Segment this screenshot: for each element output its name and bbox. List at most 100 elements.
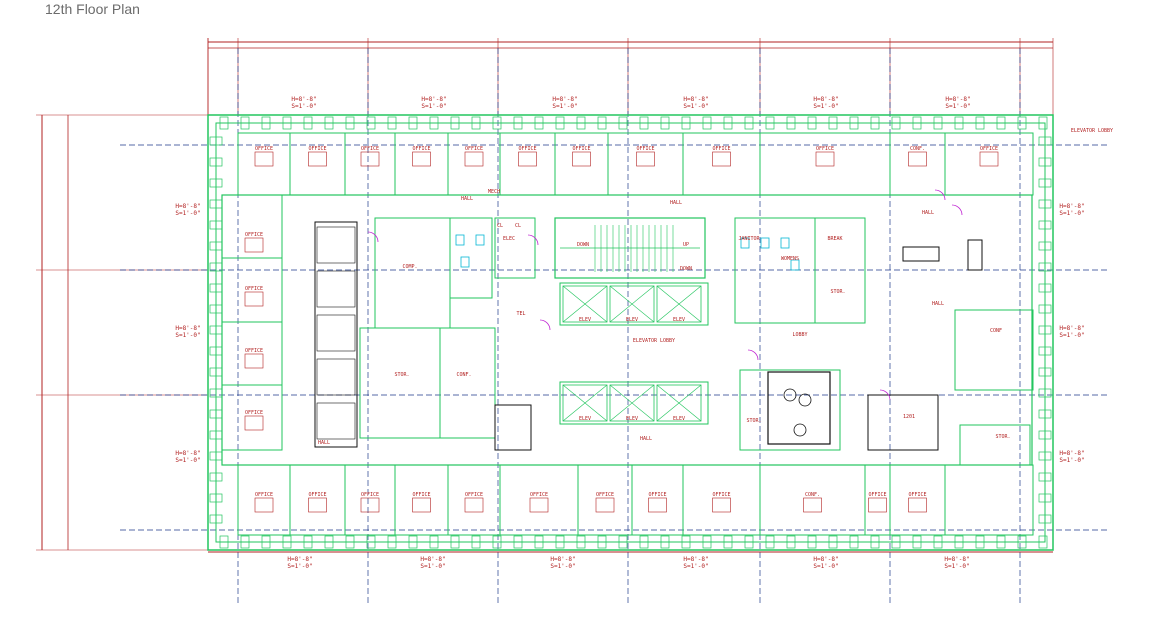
mullion bbox=[891, 535, 901, 549]
bottom-office-wall bbox=[759, 464, 866, 536]
room-name-label: OFFICE bbox=[648, 492, 666, 498]
core-room-label: MECH bbox=[488, 189, 500, 195]
elevator-label: ELEV bbox=[673, 317, 685, 323]
break-room bbox=[814, 217, 866, 324]
mullion bbox=[723, 116, 733, 130]
mullion bbox=[209, 157, 223, 167]
room-name-label: OFFICE bbox=[245, 348, 263, 354]
mullion bbox=[1038, 346, 1052, 356]
elevator-car bbox=[656, 384, 702, 422]
plumbing-fixture bbox=[780, 237, 790, 249]
door-swing bbox=[934, 189, 946, 201]
room-tag-box bbox=[595, 497, 615, 513]
spacing-note: S=1'-0" bbox=[420, 563, 445, 570]
mech-room bbox=[449, 217, 493, 299]
mullion bbox=[303, 535, 313, 549]
room-name-label: OFFICE bbox=[361, 146, 379, 152]
elevator-car bbox=[562, 285, 608, 323]
mullion bbox=[1038, 388, 1052, 398]
workstation bbox=[316, 358, 356, 396]
bottom-office-wall bbox=[577, 464, 633, 536]
mullion bbox=[303, 116, 313, 130]
stair-down-label: DOWN bbox=[577, 242, 589, 248]
core-room-label: ELEC bbox=[503, 236, 515, 242]
mullion bbox=[1038, 493, 1052, 503]
mullion bbox=[618, 535, 628, 549]
room-name-label: OFFICE bbox=[308, 492, 326, 498]
room-tag-box bbox=[868, 497, 887, 513]
room-name-label: OFFICE bbox=[530, 492, 548, 498]
mullion bbox=[744, 535, 754, 549]
conf-room bbox=[439, 327, 496, 439]
mullion bbox=[975, 535, 985, 549]
elevator-car bbox=[609, 384, 655, 422]
mullion bbox=[1038, 262, 1052, 272]
room-tag-box bbox=[636, 151, 655, 167]
top-office-wall bbox=[607, 132, 684, 196]
mullion bbox=[1038, 220, 1052, 230]
room-tag-box bbox=[908, 151, 927, 167]
mullion bbox=[807, 535, 817, 549]
mullion bbox=[1038, 409, 1052, 419]
room-tag-box bbox=[244, 291, 264, 307]
spacing-note: S=1'-0" bbox=[291, 103, 316, 110]
mullion bbox=[209, 178, 223, 188]
elevator-label: ELEV bbox=[626, 416, 638, 422]
top-office-wall bbox=[499, 132, 556, 196]
mullion bbox=[1038, 430, 1052, 440]
mullion bbox=[513, 535, 523, 549]
room-tag-box bbox=[979, 151, 999, 167]
mullion bbox=[786, 116, 796, 130]
mullion bbox=[534, 116, 544, 130]
spacing-note: S=1'-0" bbox=[552, 103, 577, 110]
elevator-cross bbox=[609, 285, 655, 323]
lobby-furniture bbox=[767, 371, 831, 445]
room-name-label: OFFICE bbox=[980, 146, 998, 152]
stair-up-label: UP bbox=[683, 242, 689, 248]
elevator-label: ELEV bbox=[626, 317, 638, 323]
room-name-label: OFFICE bbox=[245, 410, 263, 416]
room-tag-box bbox=[244, 353, 264, 369]
corridor-loop bbox=[221, 194, 1033, 466]
spacing-note: S=1'-0" bbox=[1059, 457, 1084, 464]
room-tag-box bbox=[412, 151, 431, 167]
core-room-label: BREAK bbox=[827, 236, 842, 242]
room-tag-box bbox=[254, 151, 274, 167]
workstation bbox=[316, 402, 356, 440]
mullion bbox=[1038, 304, 1052, 314]
mullion bbox=[324, 116, 334, 130]
core-room-label: CL bbox=[497, 223, 503, 229]
room-tag-box bbox=[464, 151, 484, 167]
core-room-label: JANITOR bbox=[738, 236, 760, 242]
north-east-furniture bbox=[902, 246, 940, 262]
spacing-note: S=1'-0" bbox=[287, 563, 312, 570]
spacing-note: S=1'-0" bbox=[1059, 332, 1084, 339]
top-office-wall bbox=[889, 132, 946, 196]
mullion bbox=[429, 535, 439, 549]
elevator-lobby-note: ELEVATOR LOBBY bbox=[1071, 128, 1113, 134]
mullion bbox=[366, 116, 376, 130]
mullion bbox=[786, 535, 796, 549]
door-swing bbox=[879, 389, 891, 401]
mullion bbox=[1038, 325, 1052, 335]
mullion bbox=[702, 116, 712, 130]
mullion bbox=[324, 535, 334, 549]
room-tag-box bbox=[360, 151, 380, 167]
spacing-note: S=1'-0" bbox=[944, 563, 969, 570]
room-tag-box bbox=[648, 497, 667, 513]
mullion bbox=[576, 116, 586, 130]
spacing-note: S=1'-0" bbox=[421, 103, 446, 110]
restroom-block bbox=[734, 217, 816, 324]
spacing-note: S=1'-0" bbox=[175, 210, 200, 217]
mullion bbox=[765, 116, 775, 130]
mullion bbox=[450, 116, 460, 130]
door-swing bbox=[747, 349, 759, 361]
elevator-car bbox=[562, 384, 608, 422]
spacing-note: S=1'-0" bbox=[683, 103, 708, 110]
round-table bbox=[783, 388, 797, 402]
elevator-bank bbox=[559, 282, 709, 326]
height-notes: ELEVATOR LOBBYH=8'-8"S=1'-0"H=8'-8"S=1'-… bbox=[175, 96, 1113, 570]
mullion bbox=[1038, 451, 1052, 461]
elevator-label: ELEV bbox=[579, 317, 591, 323]
